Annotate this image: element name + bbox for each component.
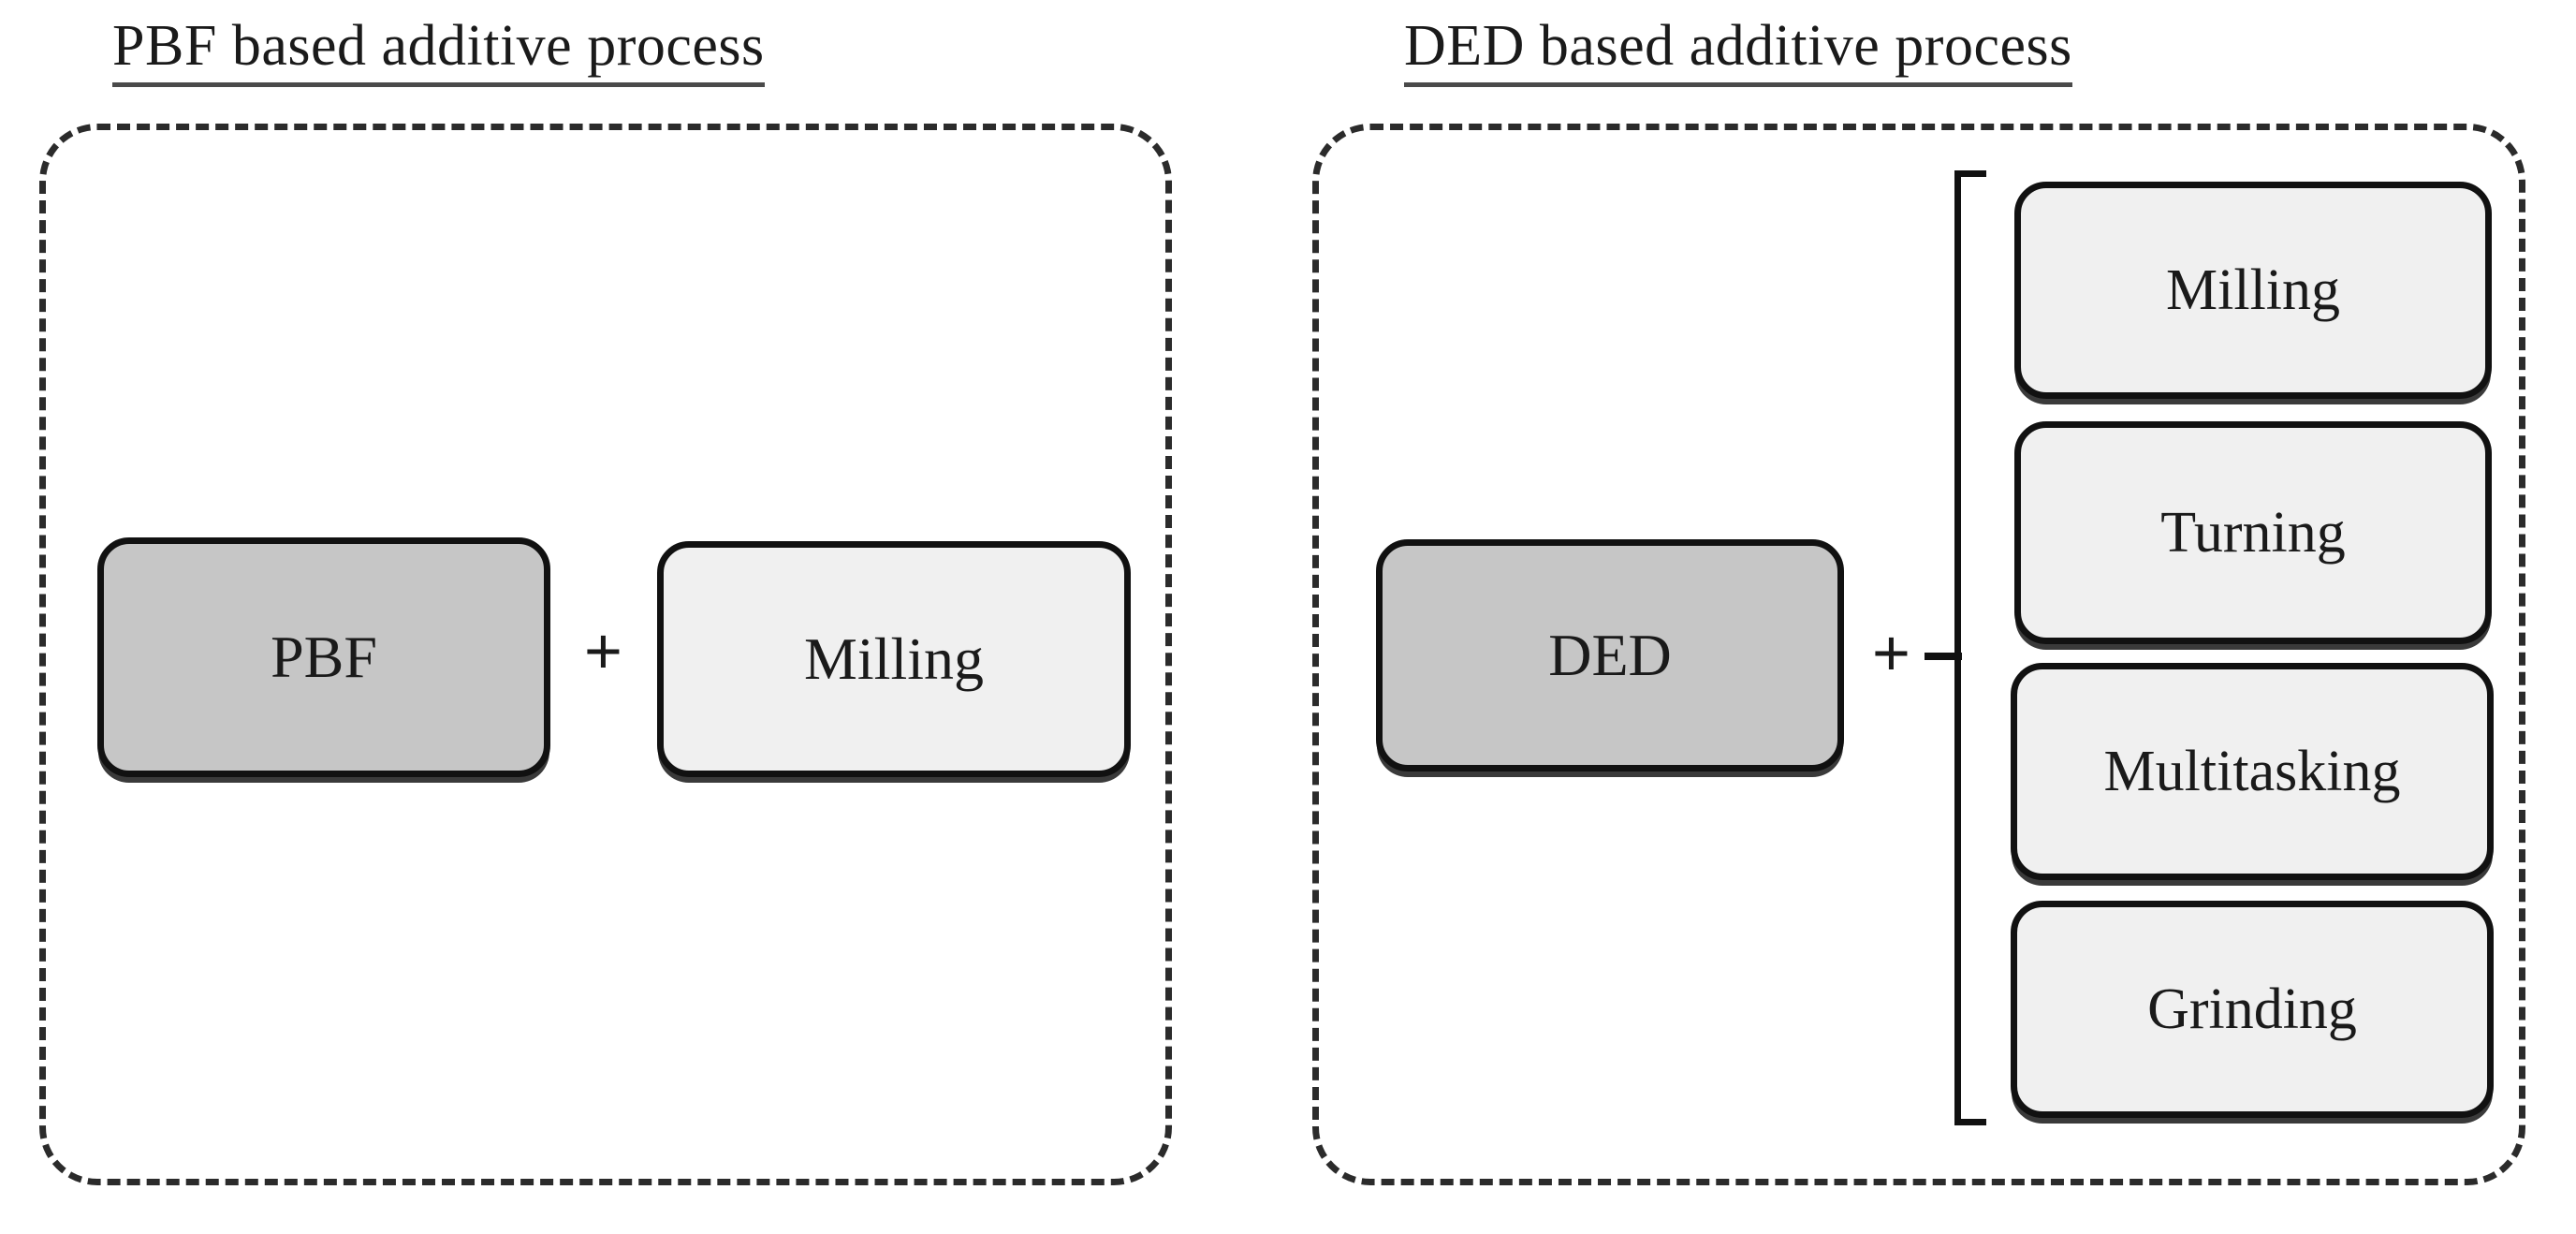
- panel-ded-group: [1312, 124, 2525, 1185]
- process-box-multitasking-ded[interactable]: Multitasking: [2011, 663, 2494, 880]
- process-box-turning-ded[interactable]: Turning: [2014, 421, 2492, 644]
- panel-pbf-group: [39, 124, 1172, 1185]
- process-box-pbf[interactable]: PBF: [97, 537, 550, 777]
- process-box-milling-ded[interactable]: Milling: [2014, 182, 2492, 399]
- bracket-foot-top: [1954, 170, 1986, 177]
- panel-title-pbf: PBF based additive process: [112, 17, 765, 87]
- plus-operator-ded: +: [1872, 616, 1910, 689]
- process-box-ded[interactable]: DED: [1376, 539, 1844, 771]
- process-box-milling-pbf[interactable]: Milling: [657, 541, 1131, 777]
- bracket-foot-bottom: [1954, 1119, 1986, 1125]
- bracket-ded-operations: [1930, 170, 1986, 1125]
- panel-title-ded: DED based additive process: [1404, 17, 2072, 87]
- plus-operator-pbf: +: [584, 614, 622, 687]
- bracket-connector-tick: [1925, 653, 1962, 660]
- process-box-grinding-ded[interactable]: Grinding: [2011, 901, 2494, 1118]
- bracket-spine: [1954, 170, 1961, 1125]
